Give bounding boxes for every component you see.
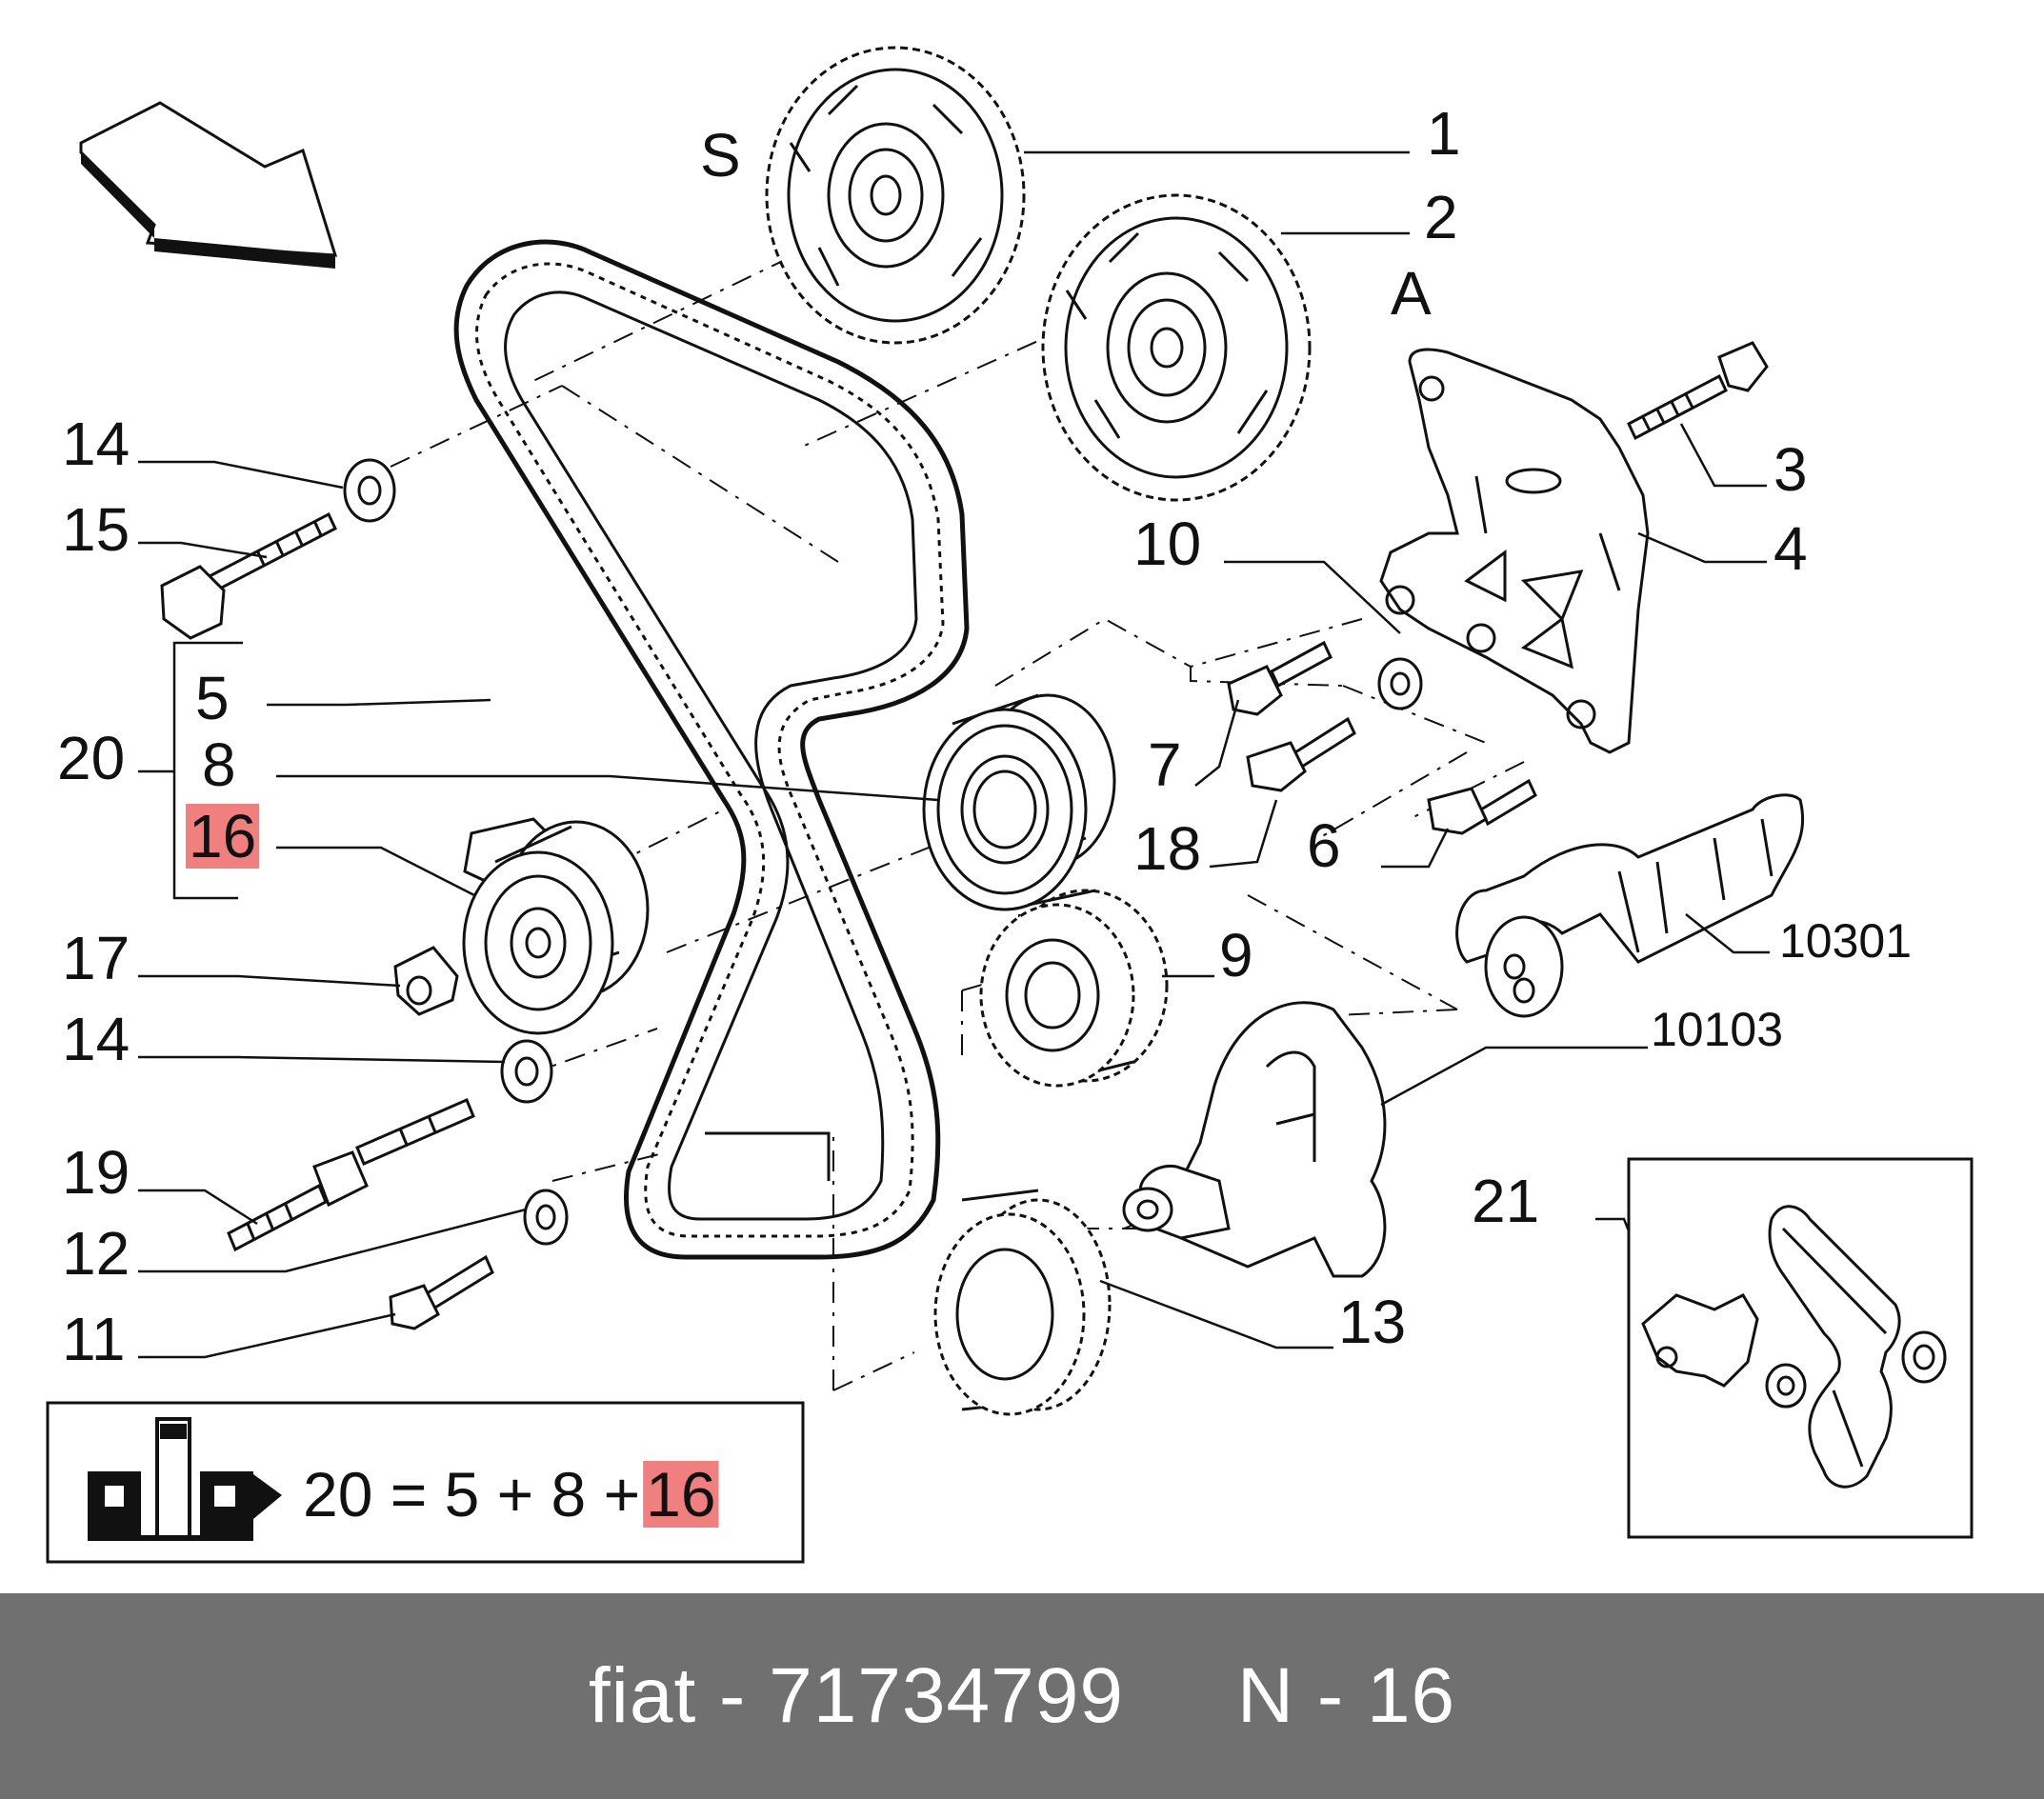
parts-kit-icon: [88, 1417, 282, 1541]
legend-box: 20 = 5 + 8 + 16: [46, 1401, 805, 1564]
footer-bar: fiat - 71734799 N - 16: [0, 1593, 2044, 1799]
bolt-6: [1427, 778, 1537, 835]
callout-19: 19: [62, 1138, 130, 1207]
nut-17: [393, 946, 459, 1016]
callout-8: 8: [202, 730, 236, 799]
callout-18: 18: [1133, 814, 1201, 883]
washer-14-bottom: [500, 1039, 553, 1104]
crank-pulley: [933, 1189, 1112, 1416]
kit-box: [1627, 1157, 1974, 1539]
callout-10301: 10301: [1779, 914, 1912, 968]
callout-5: 5: [195, 664, 230, 732]
bracket: [1379, 348, 1650, 754]
callout-15: 15: [62, 495, 130, 564]
parts-diagram: 20 = 5 + 8 + 16 S A 1 2 3 4 5 6 7 8 9 10…: [46, 46, 1974, 1564]
callout-14-bottom: 14: [62, 1005, 130, 1073]
callout-2: 2: [1424, 183, 1458, 251]
footer-part-number: fiat - 71734799 N - 16: [588, 1652, 1456, 1739]
washer-10: [1377, 657, 1423, 710]
camshaft-sprocket-a: [1041, 193, 1312, 502]
callout-17: 17: [62, 924, 130, 992]
callout-4: 4: [1773, 514, 1808, 583]
callout-16: 16: [189, 802, 256, 870]
callout-14-top: 14: [62, 410, 130, 478]
leader-lines: [138, 150, 1770, 1359]
camshaft-sprocket-s: [765, 46, 1026, 345]
crankshaft-sprocket: [979, 889, 1169, 1088]
callout-10103: 10103: [1651, 1003, 1783, 1056]
callout-10: 10: [1133, 510, 1201, 578]
group-20-bracket: [138, 641, 243, 900]
stud-19: [227, 1098, 475, 1252]
label-a: A: [1391, 259, 1432, 328]
callout-7: 7: [1148, 730, 1182, 799]
callout-labels: S A 1 2 3 4 5 6 7 8 9 10 11 12 13 14 14 …: [57, 99, 1912, 1373]
washer-14-top: [343, 458, 396, 523]
callout-21: 21: [1472, 1167, 1539, 1235]
callout-6: 6: [1307, 811, 1341, 880]
callout-13: 13: [1338, 1288, 1406, 1356]
bolt-18: [1246, 716, 1356, 792]
legend-formula: 20 = 5 + 8 +: [303, 1459, 640, 1529]
direction-arrow: [79, 101, 338, 269]
callout-3: 3: [1773, 435, 1808, 504]
callout-9: 9: [1219, 921, 1253, 989]
bolt-3: [1627, 341, 1769, 441]
callout-16-highlight: [186, 804, 260, 869]
callout-1: 1: [1427, 99, 1461, 168]
bolt-7: [1227, 640, 1333, 716]
legend-formula-highlight: 16: [646, 1459, 715, 1529]
timing-belt: [453, 239, 970, 1260]
label-s: S: [700, 121, 741, 190]
tensioner: [462, 817, 650, 1035]
camshaft: [1455, 793, 1805, 1018]
callout-20: 20: [57, 724, 125, 792]
callout-11: 11: [62, 1305, 125, 1373]
bolt-15: [160, 511, 337, 640]
legend-highlight-bg: [643, 1461, 719, 1528]
bolt-11: [389, 1254, 494, 1330]
crankshaft: [1122, 1001, 1387, 1278]
callout-12: 12: [62, 1219, 130, 1288]
idler-pulley: [922, 693, 1116, 911]
washer-12: [523, 1189, 569, 1246]
